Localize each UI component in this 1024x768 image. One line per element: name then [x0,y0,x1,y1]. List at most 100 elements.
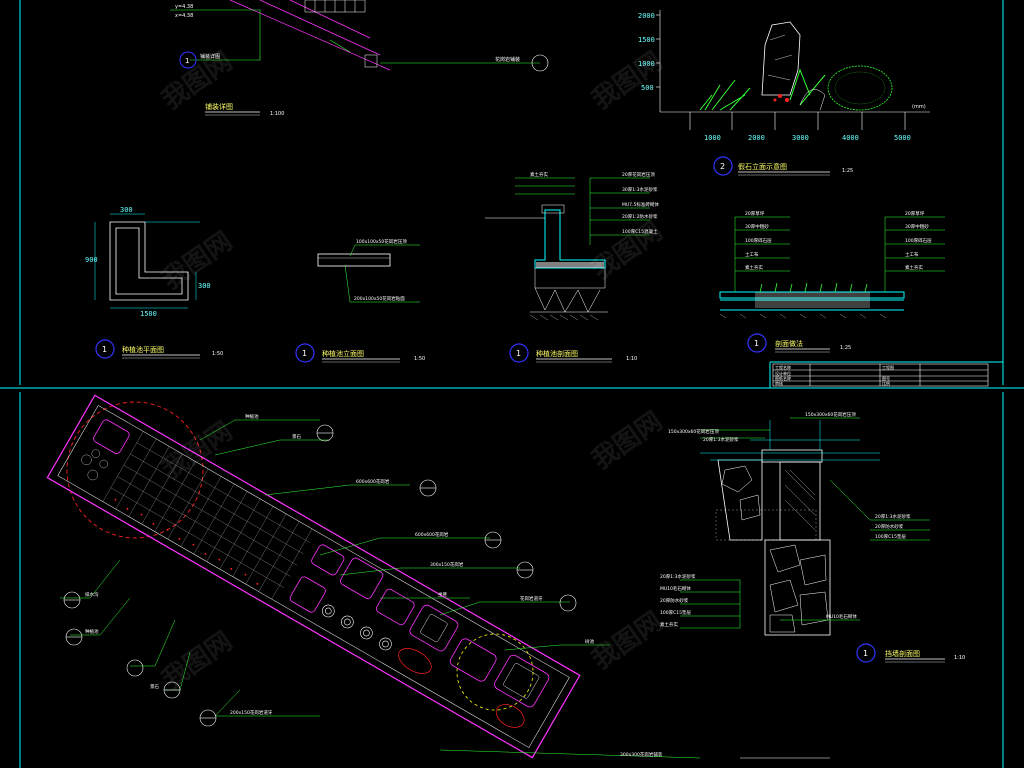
x-tick: 5000 [894,134,911,142]
callout-text: 200x150花岗岩道牙 [230,709,273,716]
drawing-title: 种植池剖面图 [536,349,578,358]
paving-detail-fragment: y=4.38 x=4.38 1 铺装详图 花岗岩铺装 铺装详图 1:100 [170,0,549,117]
table-cell: 图号 [882,375,890,381]
callout-text: 20厚1:2防水砂浆 [622,213,658,220]
drawing-title: 种植池平面图 [122,345,164,354]
callout-text: 600x600花岗岩 [415,531,449,538]
drawing-title: 挡墙剖面图 [885,649,920,658]
scale-label: 1:50 [414,356,425,362]
scale-label: 1:25 [842,168,853,174]
wall-section: 150x300x60花岗岩压顶 20厚1:3水泥砂浆 150x300x60花岗岩… [660,411,965,759]
callout-text: 100厚C15垫层 [660,609,691,616]
callout-text: 30厚中粗砂 [905,223,929,230]
watermark-layer: 我图网 我图网 我图网 我图网 我图网 我图网 我图网 我图网 [157,46,668,695]
dimension: 300 [120,206,133,214]
x-tick: 2000 [748,134,765,142]
callout-text: 600x600花岗岩 [356,478,390,485]
callout-text: 30厚中粗砂 [745,223,769,230]
watermark-text: 我图网 [587,216,668,285]
callout-text: 素土夯实 [745,264,763,271]
marker-number: 1 [102,345,107,354]
section-marker [295,343,315,363]
scale-label: 1:10 [626,356,637,362]
unit-label: (mm) [912,104,926,110]
callout-text: 景石 [150,684,159,690]
callout-text: 景石 [292,434,301,440]
callout-text: 150x300x60花岗岩压顶 [668,428,719,435]
callout-text: 20厚1:3水泥砂浆 [875,513,911,520]
detail-marker [531,54,549,72]
callout-text: 素土夯实 [660,621,678,628]
callout-text: 20厚防水砂浆 [875,523,904,530]
watermark-text: 我图网 [157,416,238,485]
callout-text: 坐凳 [438,591,447,598]
watermark-text: 我图网 [587,406,668,475]
drawing-title: 剖面做法 [775,339,803,348]
table-cell: 工程图 [882,364,894,370]
watermark-text: 我图网 [587,606,668,675]
site-plan: 种植池 景石 600x600花岗岩 600x600花岗岩 300x150花岗岩 … [46,394,701,759]
x-tick: 4000 [842,134,859,142]
section-marker [747,333,767,353]
drawing-title: 种植池立面图 [322,349,364,358]
callout-text: MU10毛石砌体 [660,585,691,592]
y-tick: 500 [641,84,654,92]
callout-text: 20厚防水砂浆 [660,597,689,604]
marker-number: 1 [863,649,868,658]
section-marker [179,51,197,69]
callout-text: 铺装详图 [200,53,220,60]
table-cell: 设计单位 [775,370,791,376]
scale-label: 1:100 [270,111,284,117]
callout-text: 150x300x60花岗岩压顶 [805,411,856,418]
table-cell: 审核 [775,380,783,386]
callout-text: 种植池 [85,628,99,635]
table-cell: 工程名称 [775,364,791,370]
x-tick: 3000 [792,134,809,142]
dimension: 900 [85,256,98,264]
watermark-text: 我图网 [157,626,238,695]
callout-text: 100厚C15混凝土 [622,228,658,235]
callout-text: 土工布 [905,251,919,258]
section-marker [713,156,733,176]
scale-label: 1:10 [954,655,965,661]
callout-text: 素土夯实 [530,171,548,178]
callout-text: 20厚草坪 [745,210,765,217]
dimension: 300 [198,282,211,290]
marker-number: 1 [516,349,521,358]
section-marker [856,643,876,663]
planter-section: 20厚花岗岩压顶 30厚1:3水泥砂浆 MU7.5标准砖砌体 20厚1:2防水砂… [485,171,659,363]
callout-text: 素土夯实 [905,264,923,271]
table-cell: 比例 [882,380,890,386]
marker-number: 1 [302,349,307,358]
callout-text: 20厚1:3水泥砂浆 [660,573,696,580]
scale-label: 1:25 [840,345,851,351]
callout-text: 土工布 [745,251,759,258]
drawing-title: 假石立面示意图 [738,162,787,171]
callout-text: 100x100x50花岗岩压顶 [356,238,407,245]
planter-elevation: 100x100x50花岗岩压顶 200x100x50花岗岩贴面 1 种植池立面图… [295,238,425,363]
callout-text: MU7.5标准砖砌体 [622,201,659,208]
planter-plan: 300 900 1500 300 1 种植池平面图 1:50 [85,206,223,359]
callout-text: 20厚花岗岩压顶 [622,171,655,178]
callout-text: 20厚1:3水泥砂浆 [703,436,739,443]
marker-number: 2 [720,162,725,171]
rock-elevation: 2000 1500 1000 500 1000 2000 3000 4000 5… [638,10,930,176]
drawing-title: 铺装详图 [205,102,233,111]
callout-text: 花岗岩道牙 [520,595,543,602]
scale-label: 1:50 [212,351,223,357]
coord-label: x=4.38 [175,13,193,19]
coord-label: y=4.38 [175,4,193,10]
y-tick: 1500 [638,36,655,44]
callout-text: 花岗岩铺装 [495,56,520,63]
title-block-table: 工程名称 工程图 设计单位 图纸名称 图号 审核 比例 [772,363,989,387]
callout-text: 300x300花岗岩铺装 [620,751,663,758]
callout-text: 种植池 [245,413,259,420]
callout-text: 200x100x50花岗岩贴面 [354,295,405,302]
marker-number: 1 [185,57,189,65]
callout-text: MU10毛石砌体 [826,613,857,620]
dimension: 1500 [140,310,157,318]
callout-text: 100厚碎石层 [745,237,772,244]
x-tick: 1000 [704,134,721,142]
